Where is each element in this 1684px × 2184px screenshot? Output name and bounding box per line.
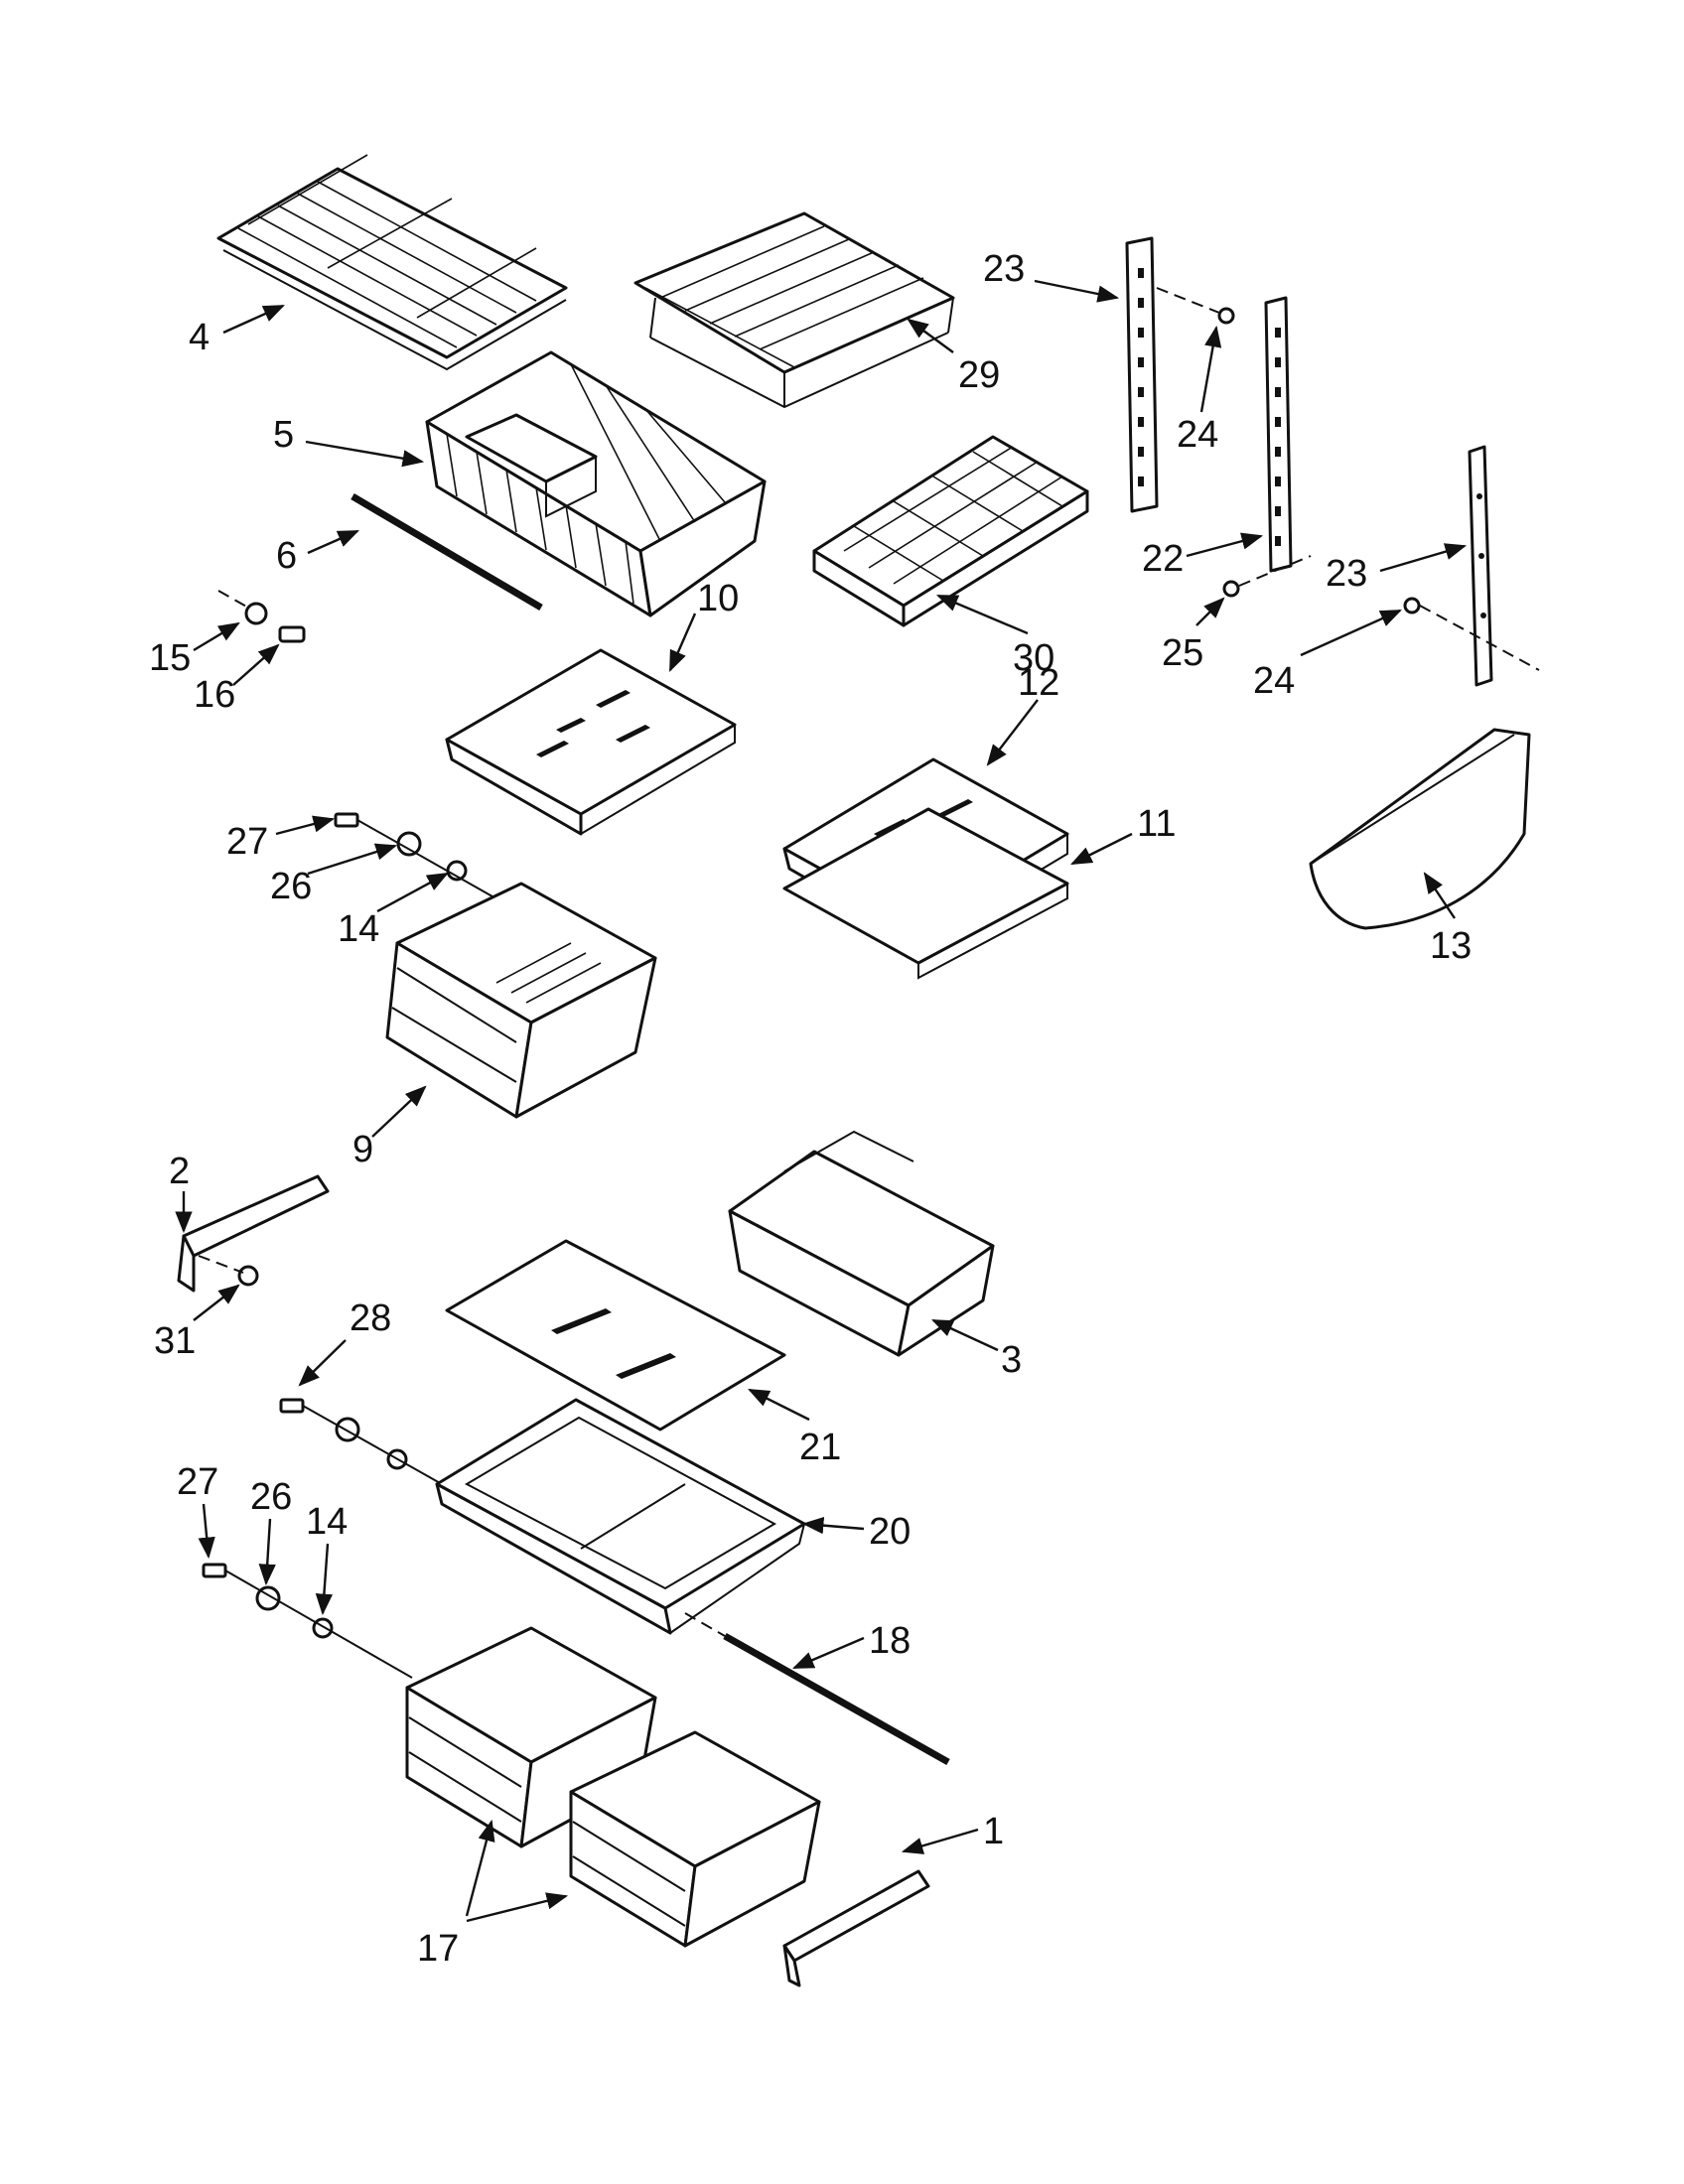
part-30-ice-tray — [812, 435, 1089, 627]
callout-15: 15 — [149, 637, 191, 679]
part-4-wire-shelf — [216, 154, 568, 371]
part-17-drawer-left — [405, 1626, 657, 1848]
callout-9: 9 — [352, 1129, 373, 1170]
part-17-drawer-right — [569, 1730, 821, 1948]
callout-31: 31 — [154, 1320, 196, 1362]
part-18-rod — [684, 1612, 950, 1766]
callout-22: 22 — [1142, 538, 1184, 580]
callout-24b: 24 — [1253, 660, 1295, 702]
callout-27a: 27 — [226, 821, 268, 863]
callout-14a: 14 — [338, 908, 379, 950]
part-15-16-screws — [217, 590, 306, 643]
hardware-group-lower — [202, 1563, 413, 1679]
part-21-glass-panel — [445, 1239, 786, 1432]
callout-14b: 14 — [306, 1501, 348, 1543]
callout-26a: 26 — [270, 866, 312, 907]
callout-1: 1 — [983, 1811, 1004, 1852]
callout-23b: 23 — [1326, 553, 1367, 595]
callout-3: 3 — [1001, 1339, 1022, 1381]
part-22-rail-center — [1264, 296, 1293, 573]
part-10-glass-shelf — [445, 648, 737, 836]
callout-11: 11 — [1137, 803, 1176, 845]
callout-labels: 4 29 5 6 15 16 10 30 12 11 27 26 14 9 23… — [149, 248, 1472, 1970]
part-9-drawer — [385, 882, 657, 1119]
callout-25: 25 — [1162, 632, 1203, 674]
part-29-wire-rack — [633, 211, 955, 409]
part-6-rod — [351, 492, 543, 612]
callout-29: 29 — [958, 354, 1000, 396]
part-13-cover — [1309, 728, 1531, 930]
callout-30: 30 — [1013, 637, 1054, 679]
callout-13: 13 — [1430, 925, 1472, 967]
part-23-rail-right — [1468, 445, 1493, 687]
callout-26b: 26 — [250, 1476, 292, 1518]
callout-4: 4 — [189, 317, 210, 358]
callout-28: 28 — [350, 1297, 391, 1339]
hardware-group-middle — [279, 1398, 443, 1485]
callout-6: 6 — [276, 535, 297, 577]
callout-12: 12 — [1018, 662, 1059, 704]
rail-screws — [1156, 287, 1540, 671]
part-23-rail-left — [1125, 236, 1159, 513]
callout-10: 10 — [697, 578, 739, 619]
callout-5: 5 — [273, 414, 294, 456]
part-20-crisper-frame — [435, 1398, 806, 1635]
callout-18: 18 — [869, 1620, 911, 1662]
part-3-deli-pan — [728, 1130, 995, 1357]
callout-27b: 27 — [177, 1461, 218, 1503]
callout-21: 21 — [799, 1427, 841, 1468]
callout-17: 17 — [417, 1928, 459, 1970]
hardware-group-top — [334, 812, 537, 922]
part-2-bracket — [177, 1174, 330, 1293]
leader-lines — [175, 279, 1468, 1923]
callout-16: 16 — [194, 674, 235, 716]
callout-23a: 23 — [983, 248, 1025, 290]
part-11-shelf-frame — [782, 807, 1069, 980]
callout-24a: 24 — [1177, 414, 1218, 456]
part-1-bracket — [782, 1869, 930, 1987]
callout-20: 20 — [869, 1511, 911, 1553]
part-5-wire-basket — [425, 350, 767, 617]
callout-2: 2 — [169, 1151, 190, 1192]
